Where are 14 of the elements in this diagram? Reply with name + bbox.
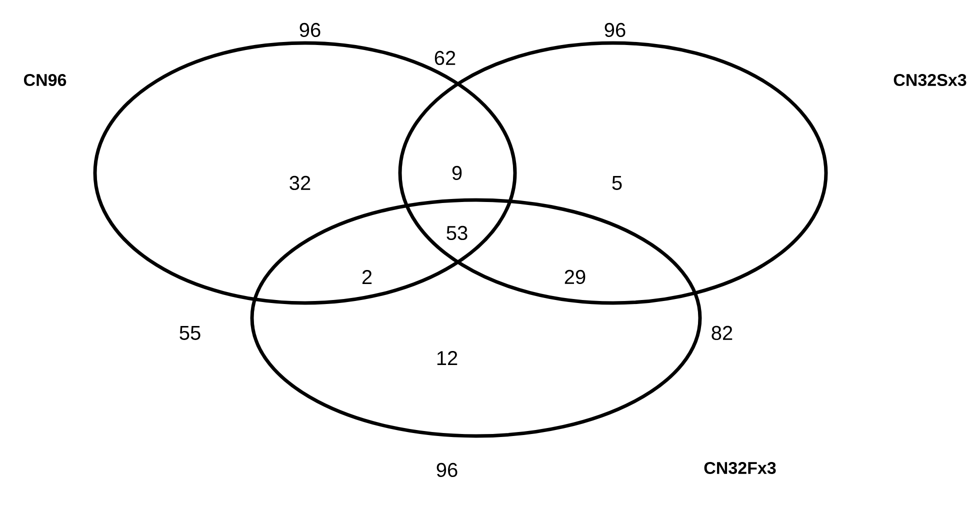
set-label: CN96 [24, 74, 66, 86]
count-label: 2 [362, 270, 372, 284]
count-label: 53 [446, 226, 468, 240]
count-label: 62 [434, 50, 456, 66]
set-label: CN32Fx3 [704, 462, 776, 474]
count-label: 9 [452, 166, 462, 180]
count-label: 12 [437, 351, 458, 365]
count-label: 96 [436, 462, 458, 478]
count-label: 55 [180, 326, 200, 340]
count-label: 29 [564, 270, 586, 284]
count-label: 32 [290, 176, 310, 190]
count-label: 5 [612, 176, 622, 190]
count-label: 82 [712, 326, 732, 340]
set-label: CN32Sx3 [894, 74, 966, 86]
